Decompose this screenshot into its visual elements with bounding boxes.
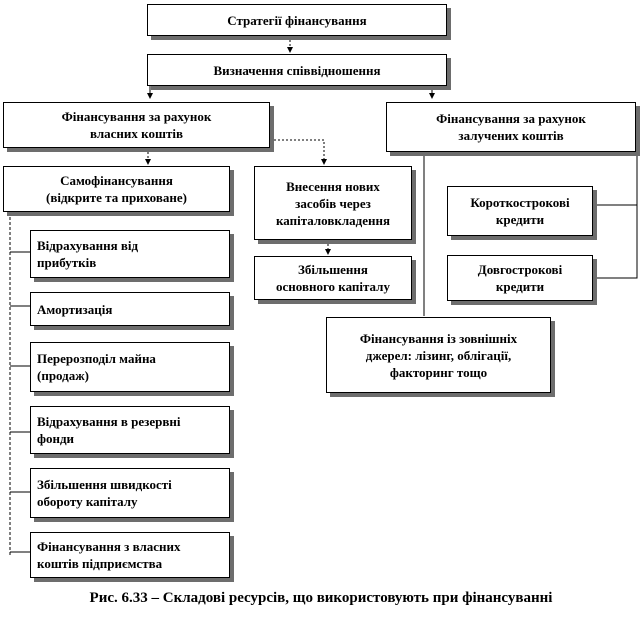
- depreciation-box: Амортизація: [30, 292, 230, 326]
- long-credits-box: Довгострокові кредити: [447, 255, 593, 301]
- new-funds-box: Внесення нових засобів через капіталовкл…: [254, 166, 412, 240]
- external-sources-line-3: факторинг тощо: [389, 364, 488, 380]
- long-credits-line-2: кредити: [495, 279, 545, 294]
- turnover-speed-line-2: обороту капіталу: [37, 494, 138, 509]
- figure-caption: Рис. 6.33 – Складові ресурсів, що викори…: [89, 590, 553, 606]
- enterprise-funds-line-2: коштів підприємства: [37, 556, 163, 571]
- reserve-deductions-box: Відрахування в резервні фонди: [30, 406, 230, 454]
- new-funds-line-2: засобів через: [295, 195, 371, 211]
- short-credits-line-1: Короткострокові: [470, 195, 570, 210]
- capital-increase-line-1: Збільшення: [298, 262, 368, 277]
- external-sources-line-1: Фінансування із зовнішніх: [359, 330, 518, 346]
- self-financing-line-1: Самофінансування: [60, 173, 173, 188]
- capital-increase-line-2: основного капіталу: [276, 279, 390, 294]
- capital-increase-box: Збільшення основного капіталу: [254, 256, 412, 300]
- strategy-box: Стратегії фінансування: [147, 4, 447, 36]
- asset-sales-line-1: Перерозподіл майна: [37, 351, 156, 366]
- own-funds-box: Фінансування за рахунок власних коштів: [3, 102, 270, 148]
- new-funds-line-1: Внесення нових: [286, 178, 380, 194]
- long-credits-line-1: Довгострокові: [477, 262, 563, 277]
- borrowed-funds-line-2: залучених коштів: [458, 128, 564, 143]
- profit-deductions-line-2: прибутків: [37, 255, 97, 270]
- strategy-line-1: Стратегії фінансування: [227, 12, 367, 28]
- profit-deductions-line-1: Відрахування від: [37, 238, 139, 253]
- borrowed-funds-box: Фінансування за рахунок залучених коштів: [386, 102, 636, 152]
- own-funds-line-1: Фінансування за рахунок: [61, 109, 212, 124]
- turnover-speed-box: Збільшення швидкості обороту капіталу: [30, 468, 230, 518]
- short-credits-box: Короткострокові кредити: [447, 186, 593, 236]
- enterprise-funds-box: Фінансування з власних коштів підприємст…: [30, 532, 230, 578]
- ratio-box: Визначення співвідношення: [147, 54, 447, 86]
- asset-sales-box: Перерозподіл майна (продаж): [30, 342, 230, 392]
- ratio-line-1: Визначення співвідношення: [213, 62, 381, 78]
- turnover-speed-line-1: Збільшення швидкості: [37, 477, 172, 492]
- external-sources-box: Фінансування із зовнішніх джерел: лізинг…: [326, 317, 551, 393]
- own-funds-line-2: власних коштів: [90, 126, 183, 141]
- self-financing-line-2: (відкрите та приховане): [46, 190, 187, 205]
- asset-sales-line-2: (продаж): [37, 368, 90, 383]
- reserve-deductions-line-2: фонди: [37, 431, 75, 446]
- depreciation-line-1: Амортизація: [37, 301, 113, 317]
- enterprise-funds-line-1: Фінансування з власних: [37, 539, 181, 554]
- borrowed-funds-line-1: Фінансування за рахунок: [436, 111, 586, 126]
- new-funds-line-3: капіталовкладення: [275, 212, 391, 228]
- reserve-deductions-line-1: Відрахування в резервні: [37, 414, 181, 429]
- profit-deductions-box: Відрахування від прибутків: [30, 230, 230, 278]
- short-credits-line-2: кредити: [495, 212, 545, 227]
- external-sources-line-2: джерел: лізинг, облігації,: [365, 347, 512, 363]
- self-financing-box: Самофінансування (відкрите та приховане): [3, 166, 230, 212]
